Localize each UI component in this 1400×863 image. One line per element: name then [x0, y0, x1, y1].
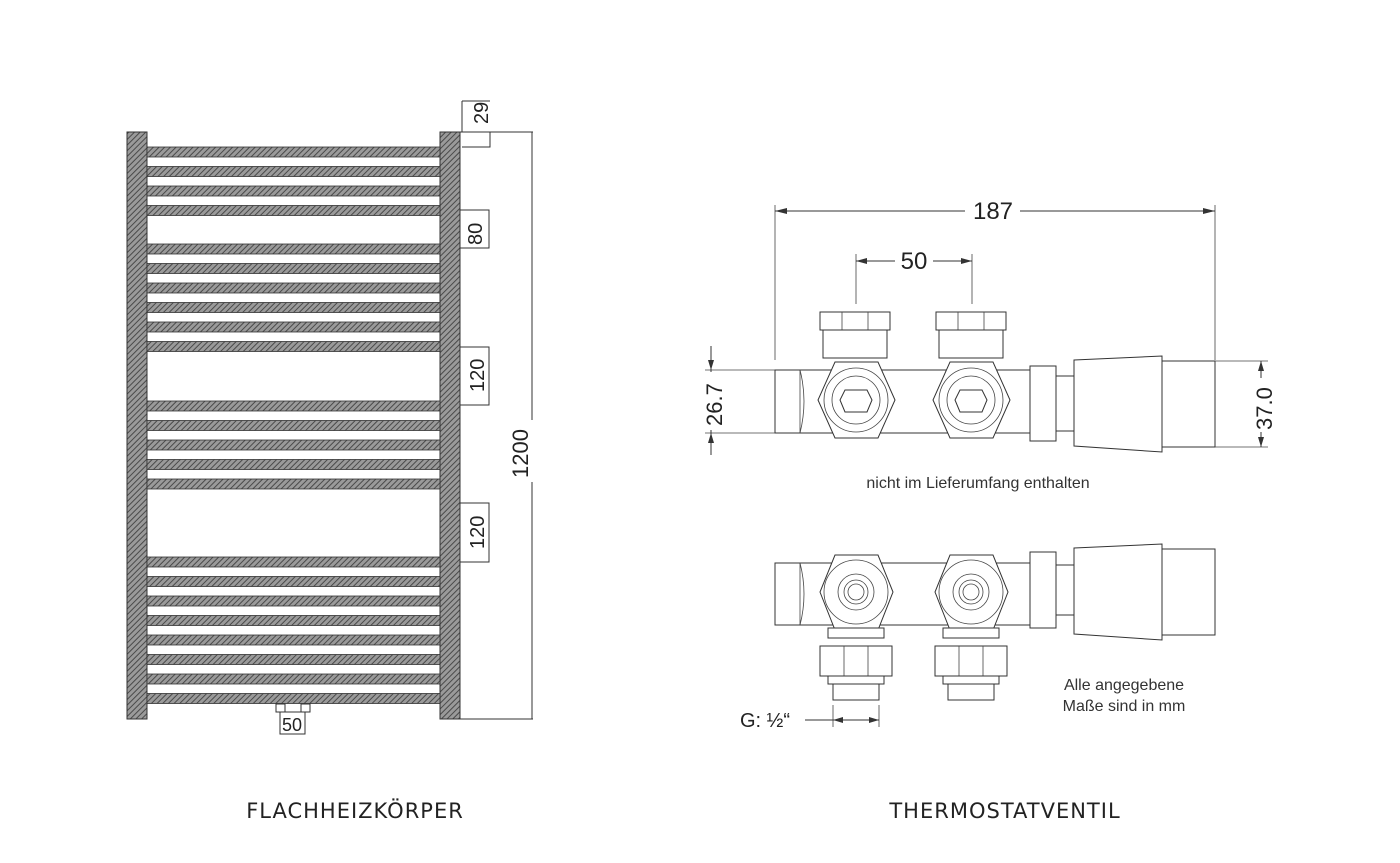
radiator-tube [146, 673, 441, 685]
valve-collar [1029, 365, 1057, 442]
radiator-tube [146, 634, 441, 646]
dim-gap1-box [459, 209, 490, 249]
thermostat-head [1073, 355, 1163, 453]
radiator-connection-left [275, 703, 286, 713]
dim-gap1-label: 80 [465, 223, 487, 245]
dim-total-width-label: 187 [973, 198, 1013, 225]
dim-gap3-box [459, 502, 490, 563]
connector-left [819, 645, 893, 701]
dim-connection-box [279, 711, 306, 735]
radiator-tube [146, 615, 441, 626]
radiator-tube [146, 321, 441, 333]
dim-gap2-box [459, 346, 490, 406]
radiator-left-rail [126, 131, 148, 720]
radiator-caption: FLACHHEIZKÖRPER [246, 798, 464, 823]
dim-connection-label: 50 [282, 715, 302, 735]
dim-top-label: 29 [471, 102, 493, 124]
radiator-connection-right [300, 703, 311, 713]
radiator-tube [146, 205, 441, 216]
valve-cap-left [819, 311, 891, 359]
valve-caption: THERMOSTATVENTIL [888, 799, 1120, 823]
radiator-tube [146, 243, 441, 255]
dim-spacing-label: 50 [901, 248, 928, 275]
valve-cap-right [935, 311, 1007, 359]
radiator-right-rail [439, 131, 461, 720]
radiator-tube [146, 576, 441, 587]
radiator-drawing: 29 80 120 120 1200 50 FLACHHEIZKÖRPER [126, 100, 545, 823]
connector-right [934, 645, 1008, 701]
valve-top-view: 187 50 [700, 198, 1277, 492]
radiator-tube [146, 420, 441, 431]
radiator-tube [146, 400, 441, 412]
radiator-tube [146, 166, 441, 177]
dim-top-bracket [462, 131, 491, 148]
radiator-tube [146, 478, 441, 490]
thermostat-head-front [1073, 543, 1163, 641]
hex-nut-left [817, 361, 896, 439]
radiator-tube [146, 556, 441, 568]
dim-gap3-label: 120 [467, 516, 489, 549]
radiator-tube [146, 263, 441, 274]
radiator-tube [146, 693, 441, 704]
radiator-bars [146, 146, 441, 704]
radiator-tube [146, 282, 441, 294]
radiator-tube [146, 185, 441, 197]
dim-left-height-label: 26.7 [702, 383, 727, 426]
hex-nut-right [932, 361, 1011, 439]
hex-nut-front-left [819, 554, 894, 639]
radiator-tube [146, 654, 441, 665]
dim-height-label: 1200 [508, 429, 533, 478]
note-not-included: nicht im Lieferumfang enthalten [866, 475, 1089, 492]
radiator-tube [146, 302, 441, 313]
radiator-tube [146, 439, 441, 451]
note-units-line1: Alle angegebene [1064, 677, 1184, 694]
dim-gap2-label: 120 [467, 359, 489, 392]
valve-front-view: G: ½“ Alle angegebene Maße sind in mm TH… [740, 543, 1216, 823]
radiator-tube [146, 459, 441, 470]
radiator-tube [146, 146, 441, 158]
radiator-tube [146, 341, 441, 352]
hex-nut-front-right [934, 554, 1009, 639]
thread-label: G: ½“ [740, 710, 790, 732]
dim-right-height-label: 37.0 [1252, 387, 1277, 430]
radiator-tube [146, 595, 441, 607]
note-units-line2: Maße sind in mm [1063, 698, 1186, 715]
